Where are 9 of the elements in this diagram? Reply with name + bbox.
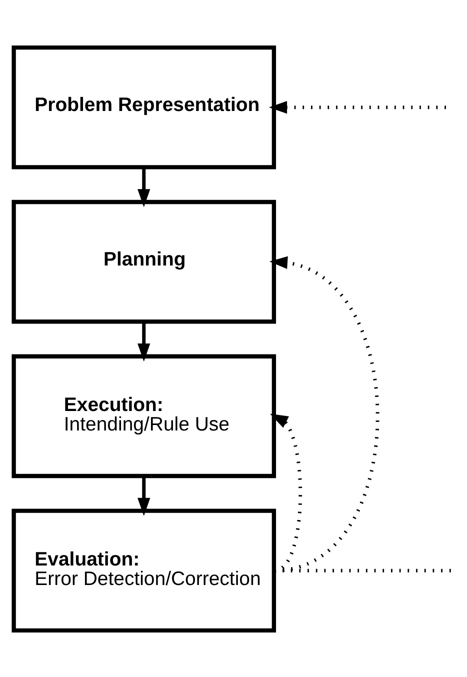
- arrow: [270, 413, 302, 572]
- arrow: [138, 166, 150, 207]
- node-box: Execution: Intending/Rule Use: [12, 354, 276, 478]
- node-box: Planning: [12, 199, 276, 324]
- arrow: [269, 256, 380, 572]
- arrow: [138, 321, 150, 362]
- node-box: Evaluation: Error Detection/Correction: [12, 508, 276, 632]
- arrow: [138, 476, 150, 516]
- node-box: Problem Representation: [12, 44, 276, 169]
